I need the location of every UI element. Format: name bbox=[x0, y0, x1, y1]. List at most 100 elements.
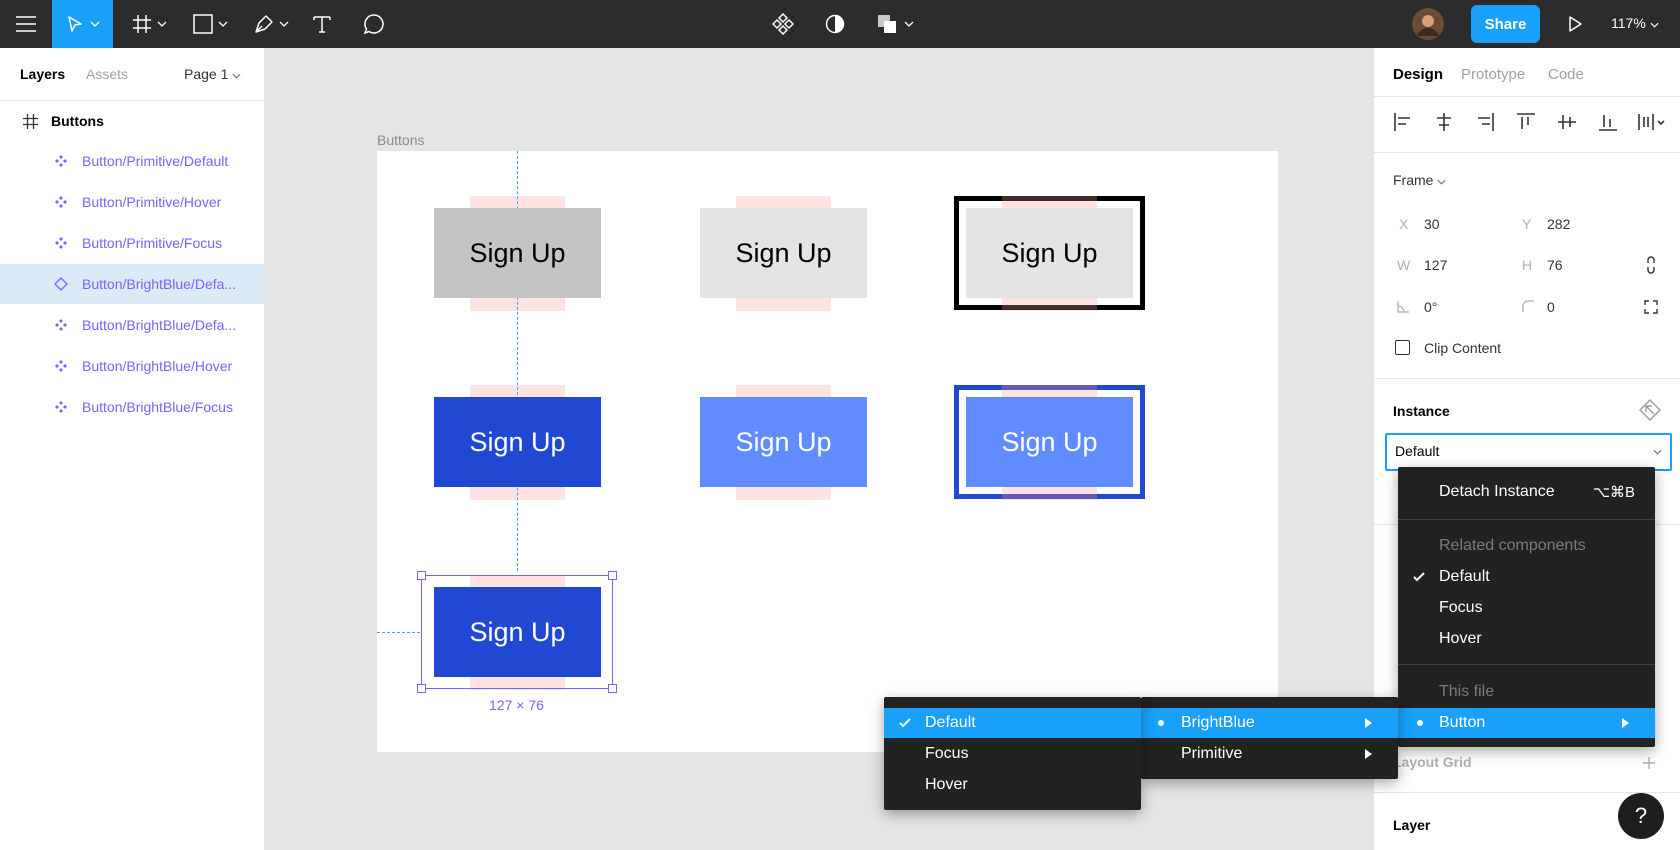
shape-tool-button[interactable] bbox=[189, 0, 231, 48]
main-menu-button[interactable] bbox=[10, 0, 42, 48]
tab-assets[interactable]: Assets bbox=[86, 66, 129, 82]
chevron-down-icon bbox=[279, 21, 288, 27]
help-button[interactable]: ? bbox=[1618, 793, 1664, 839]
x-input[interactable]: 30 bbox=[1424, 216, 1440, 232]
independent-corners-icon[interactable] bbox=[1644, 300, 1658, 314]
divider bbox=[1374, 378, 1680, 379]
menu-item-label: Default bbox=[1439, 568, 1490, 585]
layer-item[interactable]: Button/Primitive/Focus bbox=[0, 223, 265, 263]
submenu-arrow-icon bbox=[1622, 718, 1629, 728]
align-right-icon[interactable] bbox=[1474, 111, 1496, 133]
zoom-value: 117% bbox=[1611, 15, 1646, 31]
boolean-icon bbox=[877, 15, 896, 33]
align-bottom-icon[interactable] bbox=[1597, 111, 1619, 133]
mask-button[interactable] bbox=[822, 0, 848, 48]
layer-item[interactable]: Button/Primitive/Hover bbox=[0, 182, 265, 222]
detach-instance-item[interactable]: Detach Instance ⌥⌘B bbox=[1398, 477, 1655, 507]
height-input[interactable]: 76 bbox=[1547, 257, 1563, 273]
rotation-input[interactable]: 0° bbox=[1424, 299, 1438, 315]
menu-item-button[interactable]: Button bbox=[1398, 708, 1655, 738]
layer-item[interactable]: Button/BrightBlue/Hover bbox=[0, 346, 265, 386]
distribute-icon[interactable] bbox=[1637, 111, 1667, 133]
align-top-icon[interactable] bbox=[1515, 111, 1537, 133]
selection-dimensions: 127 × 76 bbox=[489, 697, 544, 713]
go-to-main-component-icon[interactable] bbox=[1638, 398, 1662, 422]
button-label: Sign Up bbox=[1001, 237, 1098, 268]
layer-frame-buttons[interactable]: Buttons bbox=[0, 101, 265, 141]
divider bbox=[1374, 792, 1680, 793]
menu-item-label: Primitive bbox=[1181, 745, 1243, 762]
text-tool-button[interactable] bbox=[310, 0, 334, 48]
frame-type-dropdown[interactable]: Frame bbox=[1393, 172, 1446, 188]
move-tool-button[interactable] bbox=[52, 0, 113, 48]
zoom-level[interactable]: 117% bbox=[1611, 15, 1659, 31]
layer-item[interactable]: Button/BrightBlue/Defa... bbox=[0, 264, 265, 304]
x-label: X bbox=[1399, 216, 1409, 232]
variant-item-focus[interactable]: Focus bbox=[884, 739, 1141, 769]
button-primitive-hover[interactable]: Sign Up bbox=[700, 208, 867, 298]
tab-code[interactable]: Code bbox=[1548, 66, 1584, 83]
tab-prototype[interactable]: Prototype bbox=[1461, 66, 1526, 83]
components-button[interactable] bbox=[770, 0, 796, 48]
add-layout-grid-icon[interactable] bbox=[1642, 756, 1656, 770]
menu-item-focus[interactable]: Focus bbox=[1398, 593, 1655, 623]
button-brightblue-focus[interactable]: Sign Up bbox=[966, 397, 1133, 487]
align-left-icon[interactable] bbox=[1392, 111, 1414, 133]
menu-item-default[interactable]: Default bbox=[1398, 562, 1655, 592]
instance-swap-select[interactable]: Default bbox=[1385, 433, 1672, 471]
comment-tool-button[interactable] bbox=[361, 0, 387, 48]
button-primitive-focus[interactable]: Sign Up bbox=[966, 208, 1133, 298]
frame-icon bbox=[132, 15, 151, 33]
align-horizontal-center-icon[interactable] bbox=[1433, 111, 1455, 133]
w-label: W bbox=[1397, 257, 1411, 273]
selection-box[interactable] bbox=[421, 575, 613, 689]
button-label: Sign Up bbox=[469, 616, 566, 647]
chevron-down-icon bbox=[1437, 179, 1446, 185]
resize-handle-bottom-right[interactable] bbox=[608, 684, 617, 693]
button-label: Sign Up bbox=[735, 426, 832, 457]
tab-design[interactable]: Design bbox=[1393, 66, 1444, 83]
pen-tool-button[interactable] bbox=[250, 0, 292, 48]
share-button[interactable]: Share bbox=[1471, 5, 1540, 43]
menu-item-label: Focus bbox=[1439, 599, 1483, 616]
menu-item-label: Button bbox=[1439, 714, 1486, 731]
rectangle-icon bbox=[192, 14, 213, 34]
width-input[interactable]: 127 bbox=[1424, 257, 1448, 273]
tab-layers[interactable]: Layers bbox=[20, 66, 66, 82]
clip-content-checkbox[interactable] bbox=[1395, 340, 1410, 355]
page-selector[interactable]: Page 1 bbox=[184, 66, 241, 82]
play-icon bbox=[1569, 16, 1582, 32]
button-brightblue-default[interactable]: Sign Up bbox=[434, 397, 601, 487]
submenu-item-primitive[interactable]: Primitive bbox=[1141, 739, 1398, 769]
present-button[interactable] bbox=[1565, 0, 1585, 48]
layer-item[interactable]: Button/BrightBlue/Focus bbox=[0, 387, 265, 427]
resize-handle-top-right[interactable] bbox=[608, 571, 617, 580]
submenu-item-brightblue[interactable]: BrightBlue bbox=[1141, 708, 1398, 738]
variant-item-default[interactable]: Default bbox=[884, 708, 1141, 738]
hamburger-icon bbox=[16, 16, 36, 32]
frame-title[interactable]: Buttons bbox=[377, 132, 425, 148]
corner-radius-input[interactable]: 0 bbox=[1547, 299, 1555, 315]
related-components-label: Related components bbox=[1439, 537, 1586, 554]
boolean-button[interactable] bbox=[874, 0, 916, 48]
resize-handle-bottom-left[interactable] bbox=[417, 684, 426, 693]
menu-item-label: Default bbox=[925, 714, 976, 731]
resize-handle-top-left[interactable] bbox=[417, 571, 426, 580]
constrain-proportions-icon[interactable] bbox=[1645, 255, 1657, 275]
button-primitive-default[interactable]: Sign Up bbox=[434, 208, 601, 298]
layer-label: Button/BrightBlue/Defa... bbox=[82, 276, 237, 292]
variant-item-hover[interactable]: Hover bbox=[884, 770, 1141, 800]
menu-item-hover[interactable]: Hover bbox=[1398, 624, 1655, 654]
frame-tool-button[interactable] bbox=[128, 0, 170, 48]
layer-label: Button/BrightBlue/Defa... bbox=[82, 317, 237, 333]
button-brightblue-default-selected[interactable]: Sign Up bbox=[434, 587, 601, 677]
corner-radius-icon bbox=[1522, 300, 1534, 312]
user-avatar[interactable] bbox=[1412, 0, 1444, 48]
comment-icon bbox=[363, 14, 384, 35]
button-brightblue-hover[interactable]: Sign Up bbox=[700, 397, 867, 487]
align-vertical-center-icon[interactable] bbox=[1556, 111, 1578, 133]
layer-label: Button/Primitive/Hover bbox=[82, 194, 222, 210]
y-input[interactable]: 282 bbox=[1547, 216, 1571, 232]
layer-item[interactable]: Button/BrightBlue/Defa... bbox=[0, 305, 265, 345]
layer-item[interactable]: Button/Primitive/Default bbox=[0, 141, 265, 181]
